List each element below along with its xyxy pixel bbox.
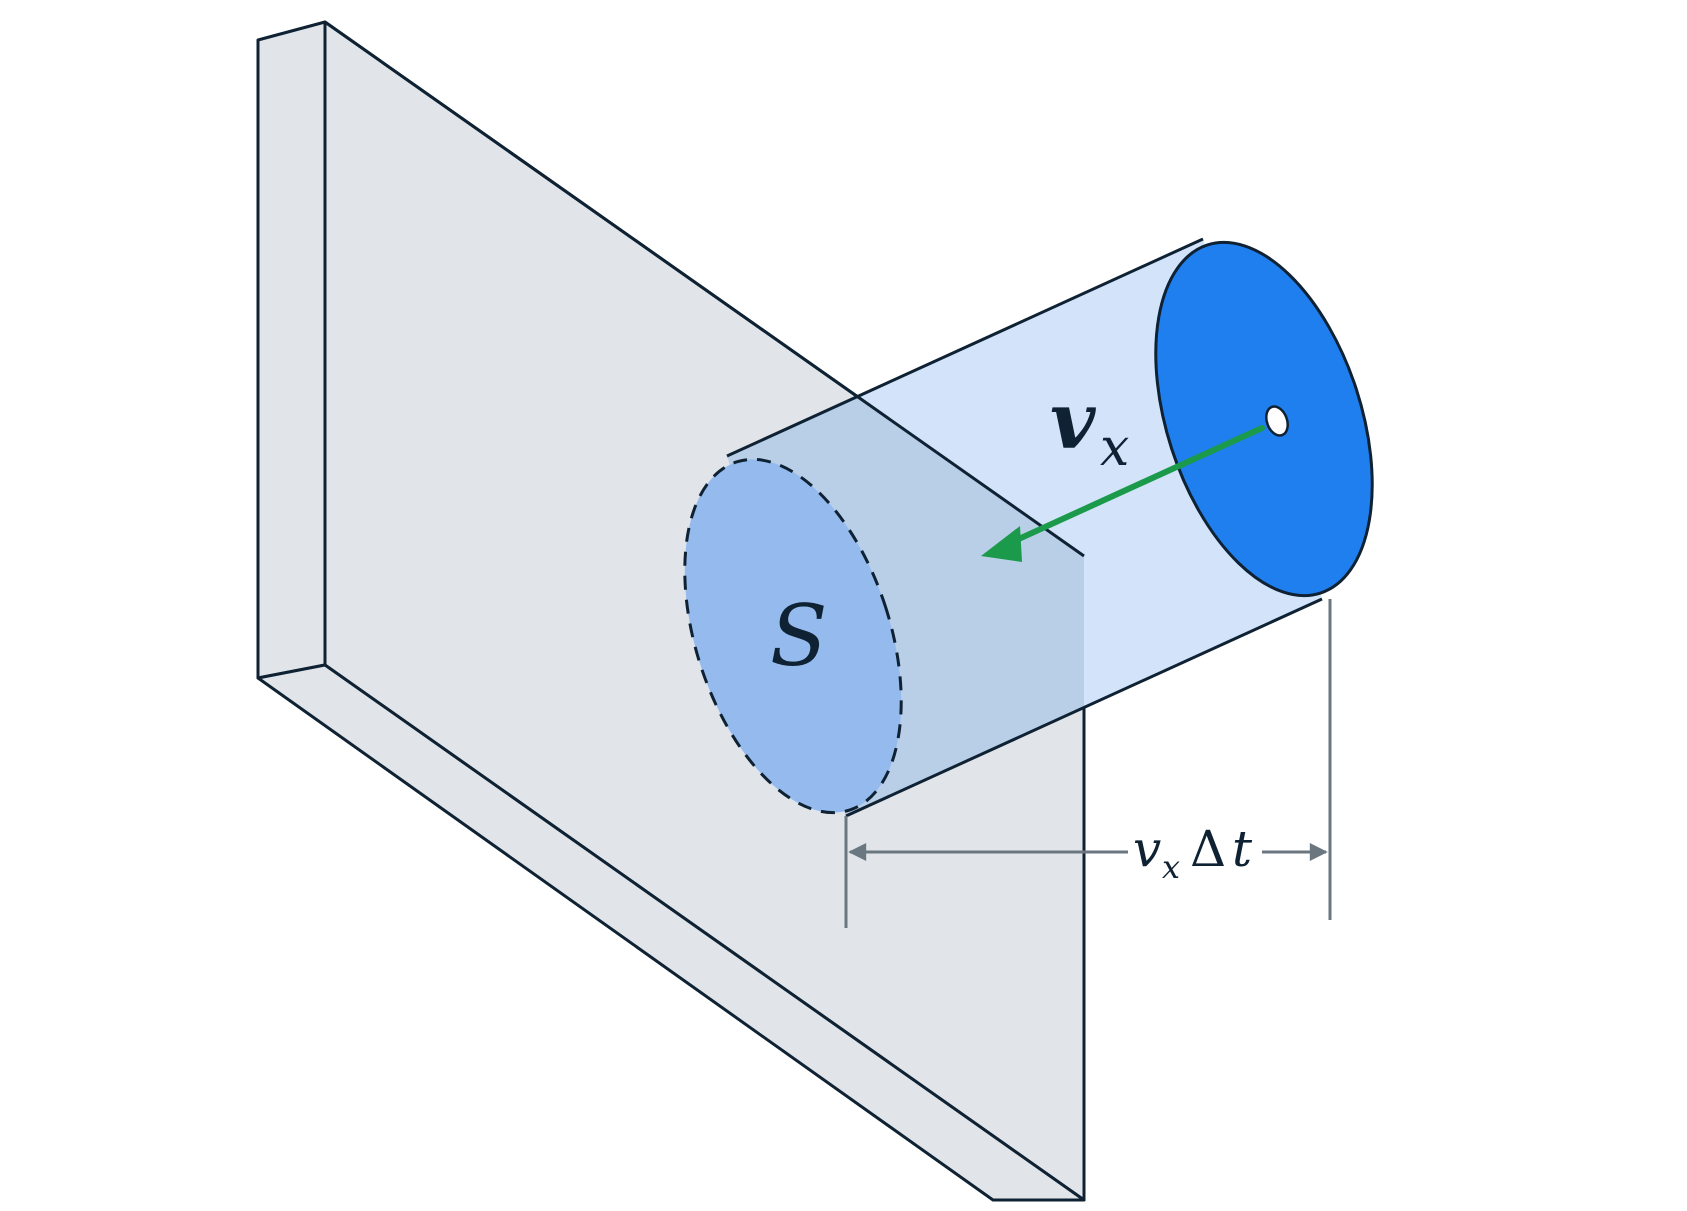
wall-edge-through [324, 20, 1085, 558]
dimension: v x Δ t [844, 599, 1332, 928]
area-s-face [683, 457, 903, 815]
distance-delta: Δ [1190, 820, 1226, 878]
velocity-arrow [981, 425, 1265, 562]
velocity-symbol: v [1050, 376, 1097, 467]
cylinder-top-edge [726, 237, 1204, 458]
arrow-left-down-icon [1007, 425, 1265, 546]
distance-subscript: x [1162, 848, 1180, 886]
face-center-dot [1265, 405, 1289, 437]
distance-v: v [1133, 820, 1161, 878]
area-label: S [770, 587, 828, 685]
velocity-subscript: x [1100, 418, 1129, 478]
wall-bottom-face [256, 663, 1086, 1202]
velocity-arrowhead [981, 526, 1022, 562]
velocity-label: v x [1050, 376, 1129, 478]
cylinder [324, 20, 1374, 818]
cylinder-bottom-edge [845, 597, 1323, 818]
cylinder-front-face [1154, 240, 1374, 598]
distance-t: t [1232, 820, 1253, 878]
double-arrow-icon: v x Δ t [1133, 820, 1253, 886]
wall-side-face [256, 20, 327, 680]
